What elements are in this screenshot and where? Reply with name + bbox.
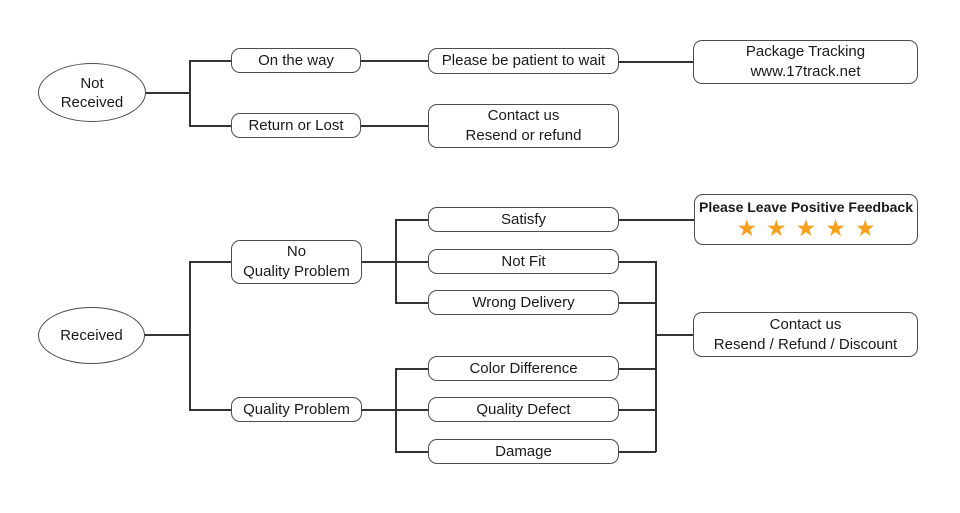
node-label: Resend or refund (465, 127, 582, 144)
connector-line (145, 92, 190, 94)
connector-line (619, 451, 656, 453)
connector-line (395, 451, 429, 453)
connector-line (189, 125, 232, 127)
node-label: Wrong Delivery (472, 293, 575, 311)
node-received: Received (38, 307, 145, 364)
connector-line (619, 219, 694, 221)
node-not-received: Not Received (38, 63, 146, 122)
connector-line (655, 334, 694, 336)
node-label: On the way (258, 51, 334, 69)
node-label: Please be patient to wait (441, 52, 606, 69)
connector-line (619, 61, 694, 63)
connector-line (189, 261, 191, 410)
connector-line (395, 368, 429, 370)
node-label: Not (80, 74, 104, 92)
connector-line (619, 261, 656, 263)
connector-line (395, 368, 397, 452)
node-label: Quality Defect (476, 400, 571, 418)
connector-line (361, 125, 428, 127)
node-positive-feedback: Please Leave Positive Feedback ★★★★★ (694, 194, 918, 245)
node-color-difference: Color Difference (428, 356, 619, 381)
node-label: Contact us (769, 315, 842, 333)
connector-line (189, 409, 232, 411)
node-label: Color Difference (469, 359, 578, 377)
node-quality-defect: Quality Defect (428, 397, 619, 422)
node-label: Received (60, 93, 124, 111)
node-return-or-lost: Return or Lost (231, 113, 361, 138)
node-label: Package Tracking (745, 43, 866, 60)
node-please-be-patient: Please be patient to wait (428, 48, 619, 74)
connector-line (189, 60, 232, 62)
node-package-tracking: Package Tracking www.17track.net (693, 40, 918, 84)
connector-line (361, 60, 428, 62)
node-label: Satisfy (500, 210, 546, 228)
node-label: Damage (495, 442, 552, 460)
connector-line (189, 261, 232, 263)
node-damage: Damage (428, 439, 619, 464)
node-label: Quality Problem (243, 263, 350, 280)
connector-line (395, 302, 429, 304)
connector-line (619, 302, 656, 304)
connector-line (395, 219, 397, 303)
connector-line (619, 409, 656, 411)
node-label: Please Leave Positive Feedback (698, 199, 913, 215)
node-contact-resend-refund: Contact us Resend or refund (428, 104, 619, 148)
node-satisfy: Satisfy (428, 207, 619, 232)
node-not-fit: Not Fit (428, 249, 619, 274)
connector-line (619, 368, 656, 370)
connector-line (655, 261, 657, 452)
node-label: No (286, 243, 307, 260)
connector-line (143, 334, 189, 336)
node-label: Return or Lost (248, 116, 344, 134)
node-label: Not Fit (501, 252, 546, 270)
connector-line (189, 60, 191, 126)
tracking-url: www.17track.net (750, 63, 861, 80)
five-stars-icon: ★★★★★ (736, 216, 885, 242)
node-label: Quality Problem (243, 400, 350, 418)
node-wrong-delivery: Wrong Delivery (428, 290, 619, 315)
node-contact-resend-refund-discount: Contact us Resend / Refund / Discount (693, 312, 918, 357)
node-label: Received (60, 327, 123, 344)
node-quality-problem: Quality Problem (231, 397, 362, 422)
node-on-the-way: On the way (231, 48, 361, 73)
node-label: Resend / Refund / Discount (713, 335, 898, 353)
node-no-quality-problem: No Quality Problem (231, 240, 362, 284)
connector-line (395, 219, 429, 221)
node-label: Contact us (487, 107, 560, 124)
